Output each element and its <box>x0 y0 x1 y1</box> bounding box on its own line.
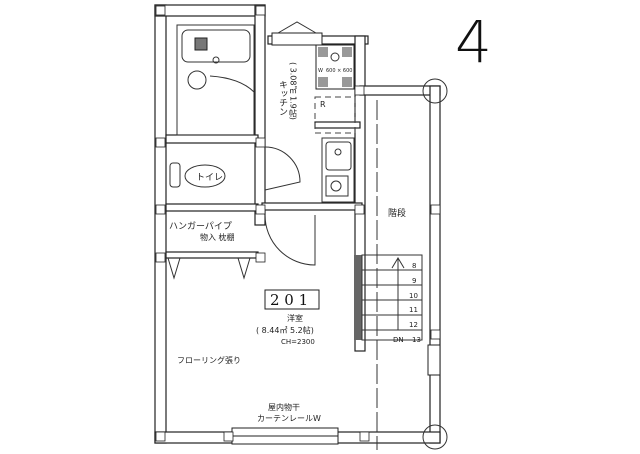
bathroom <box>176 24 255 136</box>
stairs-label: 階段 <box>388 207 406 219</box>
step-number: 11 <box>409 306 418 314</box>
room-type: 洋室 <box>287 313 303 323</box>
toilet: トイレ <box>169 162 226 188</box>
fridge-mark: R <box>320 100 326 109</box>
room-area: ( 8.44㎡ 5.2帖) <box>256 325 314 335</box>
toilet-door <box>264 146 301 191</box>
window-kitchen <box>271 32 323 46</box>
step-number: 9 <box>412 277 416 285</box>
column-markers <box>155 5 441 442</box>
curtain-rail-label: カーテンレールW <box>257 414 321 423</box>
sink-stove <box>321 137 355 203</box>
corner-column <box>422 78 448 104</box>
closet-label: 物入 枕棚 <box>200 232 235 242</box>
step-number: 13 <box>412 336 421 344</box>
window-right <box>427 344 441 376</box>
step-number: 8 <box>412 262 416 270</box>
indoor-drying-label: 屋内物干 <box>268 402 300 412</box>
fridge-space <box>314 96 356 134</box>
ceiling-height: CH=2300 <box>281 338 315 346</box>
stairs-direction: DN <box>393 336 404 344</box>
step-number: 10 <box>409 292 418 300</box>
flooring-label: フローリング張り <box>177 355 241 365</box>
room-number-box <box>264 289 320 310</box>
kitchen-label: キッチン <box>277 80 288 116</box>
washer-space: W 600 × 600 <box>315 44 355 90</box>
toilet-label: トイレ <box>196 173 223 183</box>
closet-hanger: ハンガーパイプ <box>169 221 232 232</box>
room-number: 2 0 1 <box>270 291 308 309</box>
stairs: 8 9 10 11 12 13 DN <box>354 254 423 344</box>
washer-mark: W <box>318 68 323 74</box>
corner-column <box>422 424 448 450</box>
washer-size: 600 × 600 <box>326 68 352 74</box>
kitchen-area: ( 3.08㎡ 1.9帖) <box>289 62 298 120</box>
room-door <box>264 214 316 266</box>
page-number: 4 <box>455 8 492 76</box>
step-number: 12 <box>409 321 418 329</box>
